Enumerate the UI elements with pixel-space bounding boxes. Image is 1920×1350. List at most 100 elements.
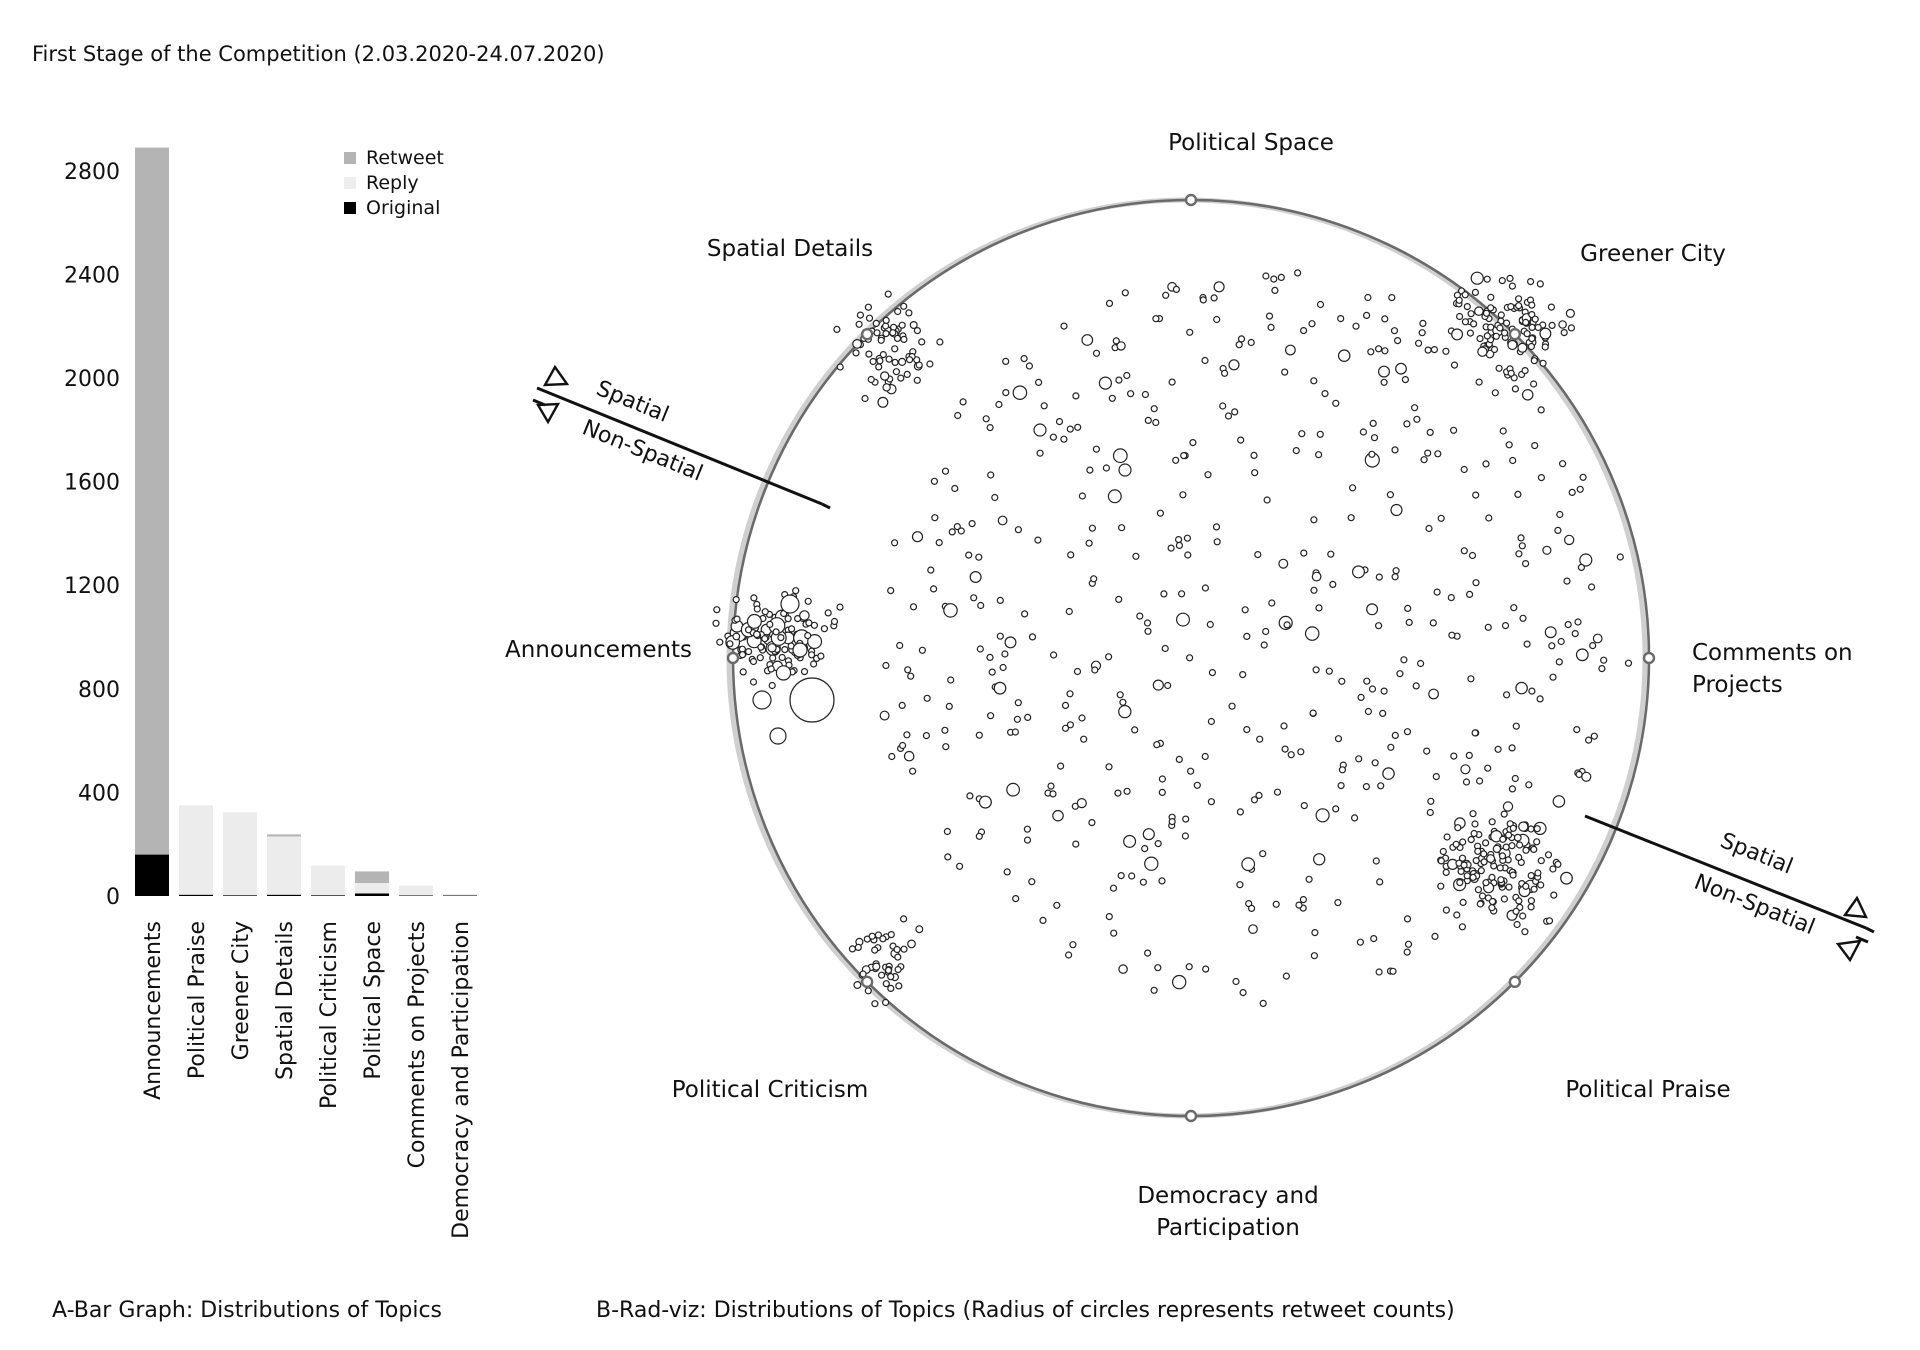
data-point	[1355, 755, 1363, 763]
data-point	[975, 832, 983, 840]
data-point	[1443, 833, 1451, 841]
data-point	[1107, 489, 1122, 504]
data-point	[1098, 376, 1113, 390]
data-point	[1262, 272, 1270, 280]
data-point	[1034, 536, 1042, 544]
data-point	[1504, 831, 1513, 839]
data-point	[897, 357, 907, 366]
data-point	[1439, 847, 1447, 856]
data-point	[1321, 390, 1329, 398]
data-point	[1204, 471, 1212, 479]
data-point	[1403, 728, 1412, 736]
data-point	[768, 681, 776, 690]
data-point	[1514, 295, 1523, 303]
data-point	[943, 827, 952, 836]
data-point	[1300, 549, 1308, 557]
data-point	[1066, 425, 1074, 433]
data-point	[1049, 651, 1058, 659]
data-point	[968, 519, 976, 528]
data-point	[864, 303, 873, 311]
data-point	[882, 661, 890, 670]
anchor-marker-political-praise	[1508, 975, 1522, 989]
data-point	[1272, 900, 1280, 908]
data-point	[1391, 731, 1399, 740]
data-point	[1518, 542, 1526, 550]
data-point	[1128, 872, 1136, 880]
data-point	[1132, 552, 1140, 560]
data-point	[996, 596, 1004, 605]
data-point	[895, 982, 903, 990]
legend-swatch-retweet	[344, 152, 356, 164]
data-point	[1472, 491, 1480, 499]
data-point	[1382, 767, 1395, 780]
data-point	[1455, 296, 1463, 304]
data-point	[1012, 894, 1020, 903]
data-point	[871, 1000, 879, 1008]
legend-swatch-original	[344, 202, 356, 214]
data-point	[1531, 442, 1539, 450]
data-point	[881, 998, 890, 1007]
data-point	[951, 484, 959, 493]
data-point	[1372, 857, 1380, 865]
data-point	[784, 615, 792, 623]
data-point	[1527, 342, 1536, 351]
data-point	[1206, 620, 1214, 629]
data-point	[1292, 447, 1300, 455]
data-point	[1278, 558, 1289, 569]
data-point	[976, 645, 984, 653]
data-point	[986, 712, 995, 720]
bar-original-comments-on-projects	[399, 895, 433, 896]
anchor-label-political-praise: Political Praise	[1565, 1077, 1730, 1103]
data-point	[1501, 621, 1510, 630]
data-point	[1498, 277, 1506, 285]
data-point	[1390, 503, 1403, 517]
data-point	[1430, 346, 1439, 354]
data-point	[1375, 968, 1383, 976]
data-point	[959, 398, 967, 406]
data-point	[1202, 965, 1210, 973]
data-point	[1490, 345, 1499, 354]
data-point	[871, 946, 879, 954]
data-point	[738, 651, 747, 659]
data-point	[1534, 323, 1542, 332]
data-point	[1066, 690, 1074, 698]
anchor-label-democracy-and-participation: Democracy and	[1137, 1183, 1318, 1209]
data-point	[1589, 641, 1597, 650]
data-point	[1025, 362, 1034, 370]
data-point	[1368, 450, 1376, 458]
data-point	[1419, 319, 1427, 327]
data-point	[1544, 851, 1553, 859]
data-point	[1564, 620, 1572, 629]
data-point	[1548, 642, 1556, 650]
data-point	[1085, 539, 1093, 547]
data-point	[1153, 741, 1161, 749]
legend-label-retweet: Retweet	[366, 147, 444, 169]
data-point	[1521, 388, 1534, 401]
data-point	[1558, 320, 1567, 329]
data-point	[1560, 871, 1573, 885]
data-point	[713, 606, 721, 614]
data-point	[1437, 882, 1445, 890]
data-point	[1471, 288, 1480, 296]
data-point	[1020, 610, 1029, 618]
data-point	[1315, 604, 1323, 612]
data-point	[927, 566, 935, 574]
data-point	[1237, 335, 1246, 343]
data-point	[824, 609, 832, 617]
data-point	[1461, 318, 1470, 326]
data-point	[1509, 824, 1517, 832]
y-tick-label: 0	[106, 885, 120, 910]
data-point	[855, 320, 863, 328]
data-point	[1450, 752, 1458, 760]
data-point	[1086, 466, 1094, 474]
data-point	[1576, 485, 1584, 493]
data-point	[1055, 418, 1064, 426]
data-point	[807, 633, 823, 649]
data-point	[1371, 759, 1379, 767]
data-point	[1536, 280, 1544, 288]
data-point	[1416, 659, 1425, 668]
data-point	[1478, 892, 1487, 900]
anchor-label-political-space: Political Space	[1168, 130, 1334, 156]
data-point	[1036, 449, 1044, 457]
